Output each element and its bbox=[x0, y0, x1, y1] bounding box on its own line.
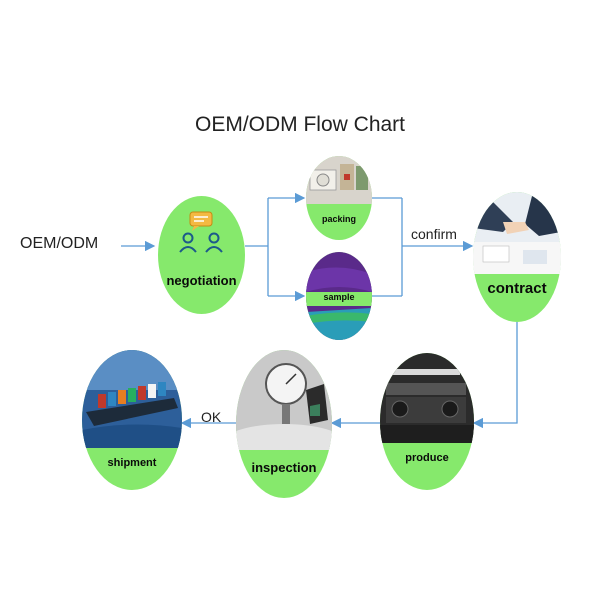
node-inspection-label: inspection bbox=[251, 460, 317, 475]
node-shipment: shipment bbox=[82, 350, 182, 490]
node-negotiation-label: negotiation bbox=[166, 273, 237, 288]
gauge-inspection-photo bbox=[236, 350, 332, 450]
fabric-sample-photo bbox=[306, 252, 372, 340]
chart-title: OEM/ODM Flow Chart bbox=[194, 113, 406, 136]
arrow-contract-to-produce bbox=[472, 322, 518, 429]
node-packing: packing bbox=[306, 156, 372, 240]
node-produce-label: produce bbox=[405, 452, 449, 464]
node-sample: sample bbox=[306, 252, 372, 340]
packing-photo bbox=[306, 156, 372, 204]
node-contract: contract bbox=[473, 192, 561, 322]
node-produce: produce bbox=[380, 353, 474, 490]
node-inspection: inspection bbox=[236, 350, 332, 498]
handshake-photo bbox=[473, 192, 561, 274]
cargo-ship-photo bbox=[82, 350, 182, 448]
production-machine-photo bbox=[380, 353, 474, 443]
edge-label-ok: OK bbox=[201, 409, 222, 425]
node-contract-label: contract bbox=[487, 280, 547, 297]
node-negotiation: negotiation bbox=[158, 196, 245, 314]
node-packing-label: packing bbox=[321, 214, 356, 224]
node-shipment-label: shipment bbox=[107, 457, 157, 469]
start-label: OEM/ODM bbox=[20, 235, 99, 252]
node-sample-label: sample bbox=[323, 292, 355, 302]
chat-people-icon bbox=[179, 211, 223, 253]
edge-label-confirm: confirm bbox=[411, 226, 457, 242]
